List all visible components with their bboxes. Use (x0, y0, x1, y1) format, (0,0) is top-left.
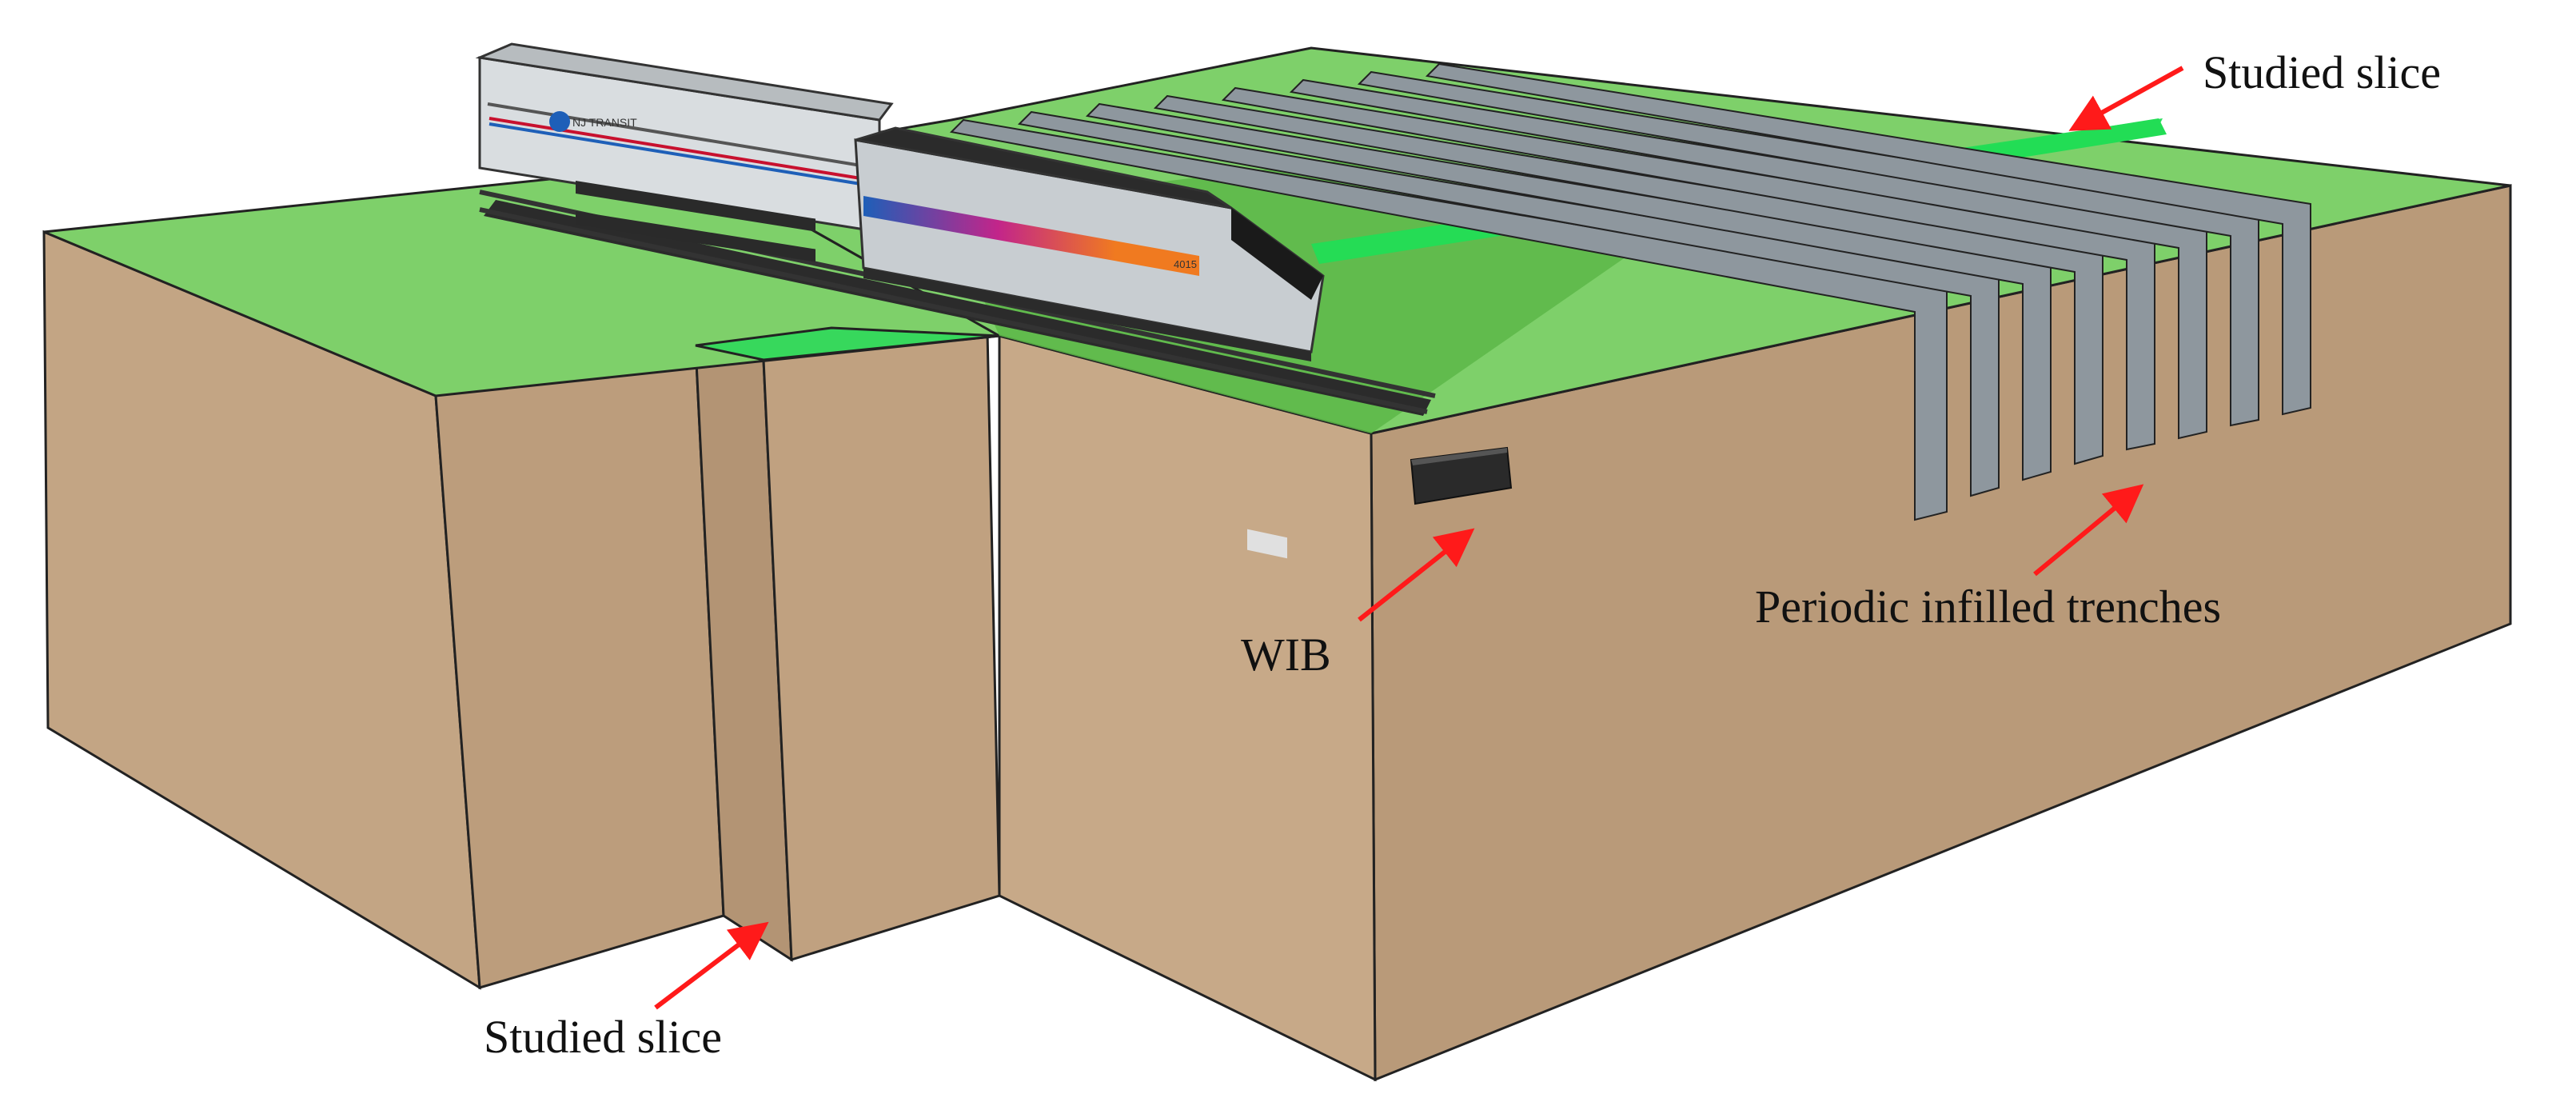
arrow-studied-slice-bottom (654, 921, 769, 1010)
trench-array (949, 62, 2311, 521)
soil-notch-face-b (762, 330, 1001, 962)
annotation-arrows (654, 66, 2184, 1010)
arrow-trenches (2033, 484, 2144, 577)
nj-transit-logo (549, 111, 570, 132)
trench (1425, 62, 2311, 416)
passenger-car: NJ TRANSIT (475, 42, 894, 262)
locomotive: 4015 (854, 126, 1325, 559)
arrow-wib (1358, 528, 1475, 622)
label-wib: WIB (1241, 629, 1331, 681)
label-studied-slice-bottom: Studied slice (484, 1011, 723, 1063)
loco-number: 4015 (1174, 258, 1197, 270)
soil-front-face (998, 334, 1377, 1082)
train: NJ TRANSIT 4015 (475, 42, 1325, 559)
label-studied-slice-top: Studied slice (2203, 46, 2442, 98)
car-windows (576, 181, 815, 262)
label-periodic-infilled-trenches: Periodic infilled trenches (1755, 581, 2222, 633)
arrow-studied-slice-top (2068, 66, 2184, 131)
wib-block (1410, 446, 1513, 505)
soil-left-block-side (434, 344, 725, 989)
car-logo-text: NJ TRANSIT (572, 116, 637, 129)
